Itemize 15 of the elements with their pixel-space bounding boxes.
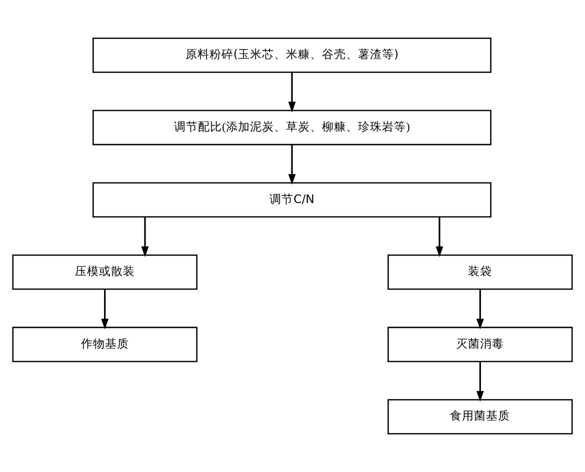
arrow — [288, 72, 296, 112]
arrow — [476, 289, 484, 330]
node-box: 调节配比(添加泥炭、草炭、柳糠、珍珠岩等) — [92, 110, 492, 146]
arrow — [436, 217, 444, 258]
arrow — [101, 289, 109, 330]
node-box: 作物基质 — [12, 326, 198, 362]
node-box: 压模或散装 — [12, 254, 198, 290]
arrow — [476, 362, 484, 402]
node-box: 装袋 — [388, 254, 573, 290]
arrow — [141, 217, 149, 258]
node-box: 原料粉碎(玉米芯、米糠、谷壳、薯渣等) — [92, 38, 492, 73]
node-box: 食用菌基质 — [388, 399, 573, 434]
arrow — [288, 144, 296, 185]
node-box: 灭菌消毒 — [388, 326, 573, 362]
node-box: 调节C/N — [92, 182, 492, 218]
